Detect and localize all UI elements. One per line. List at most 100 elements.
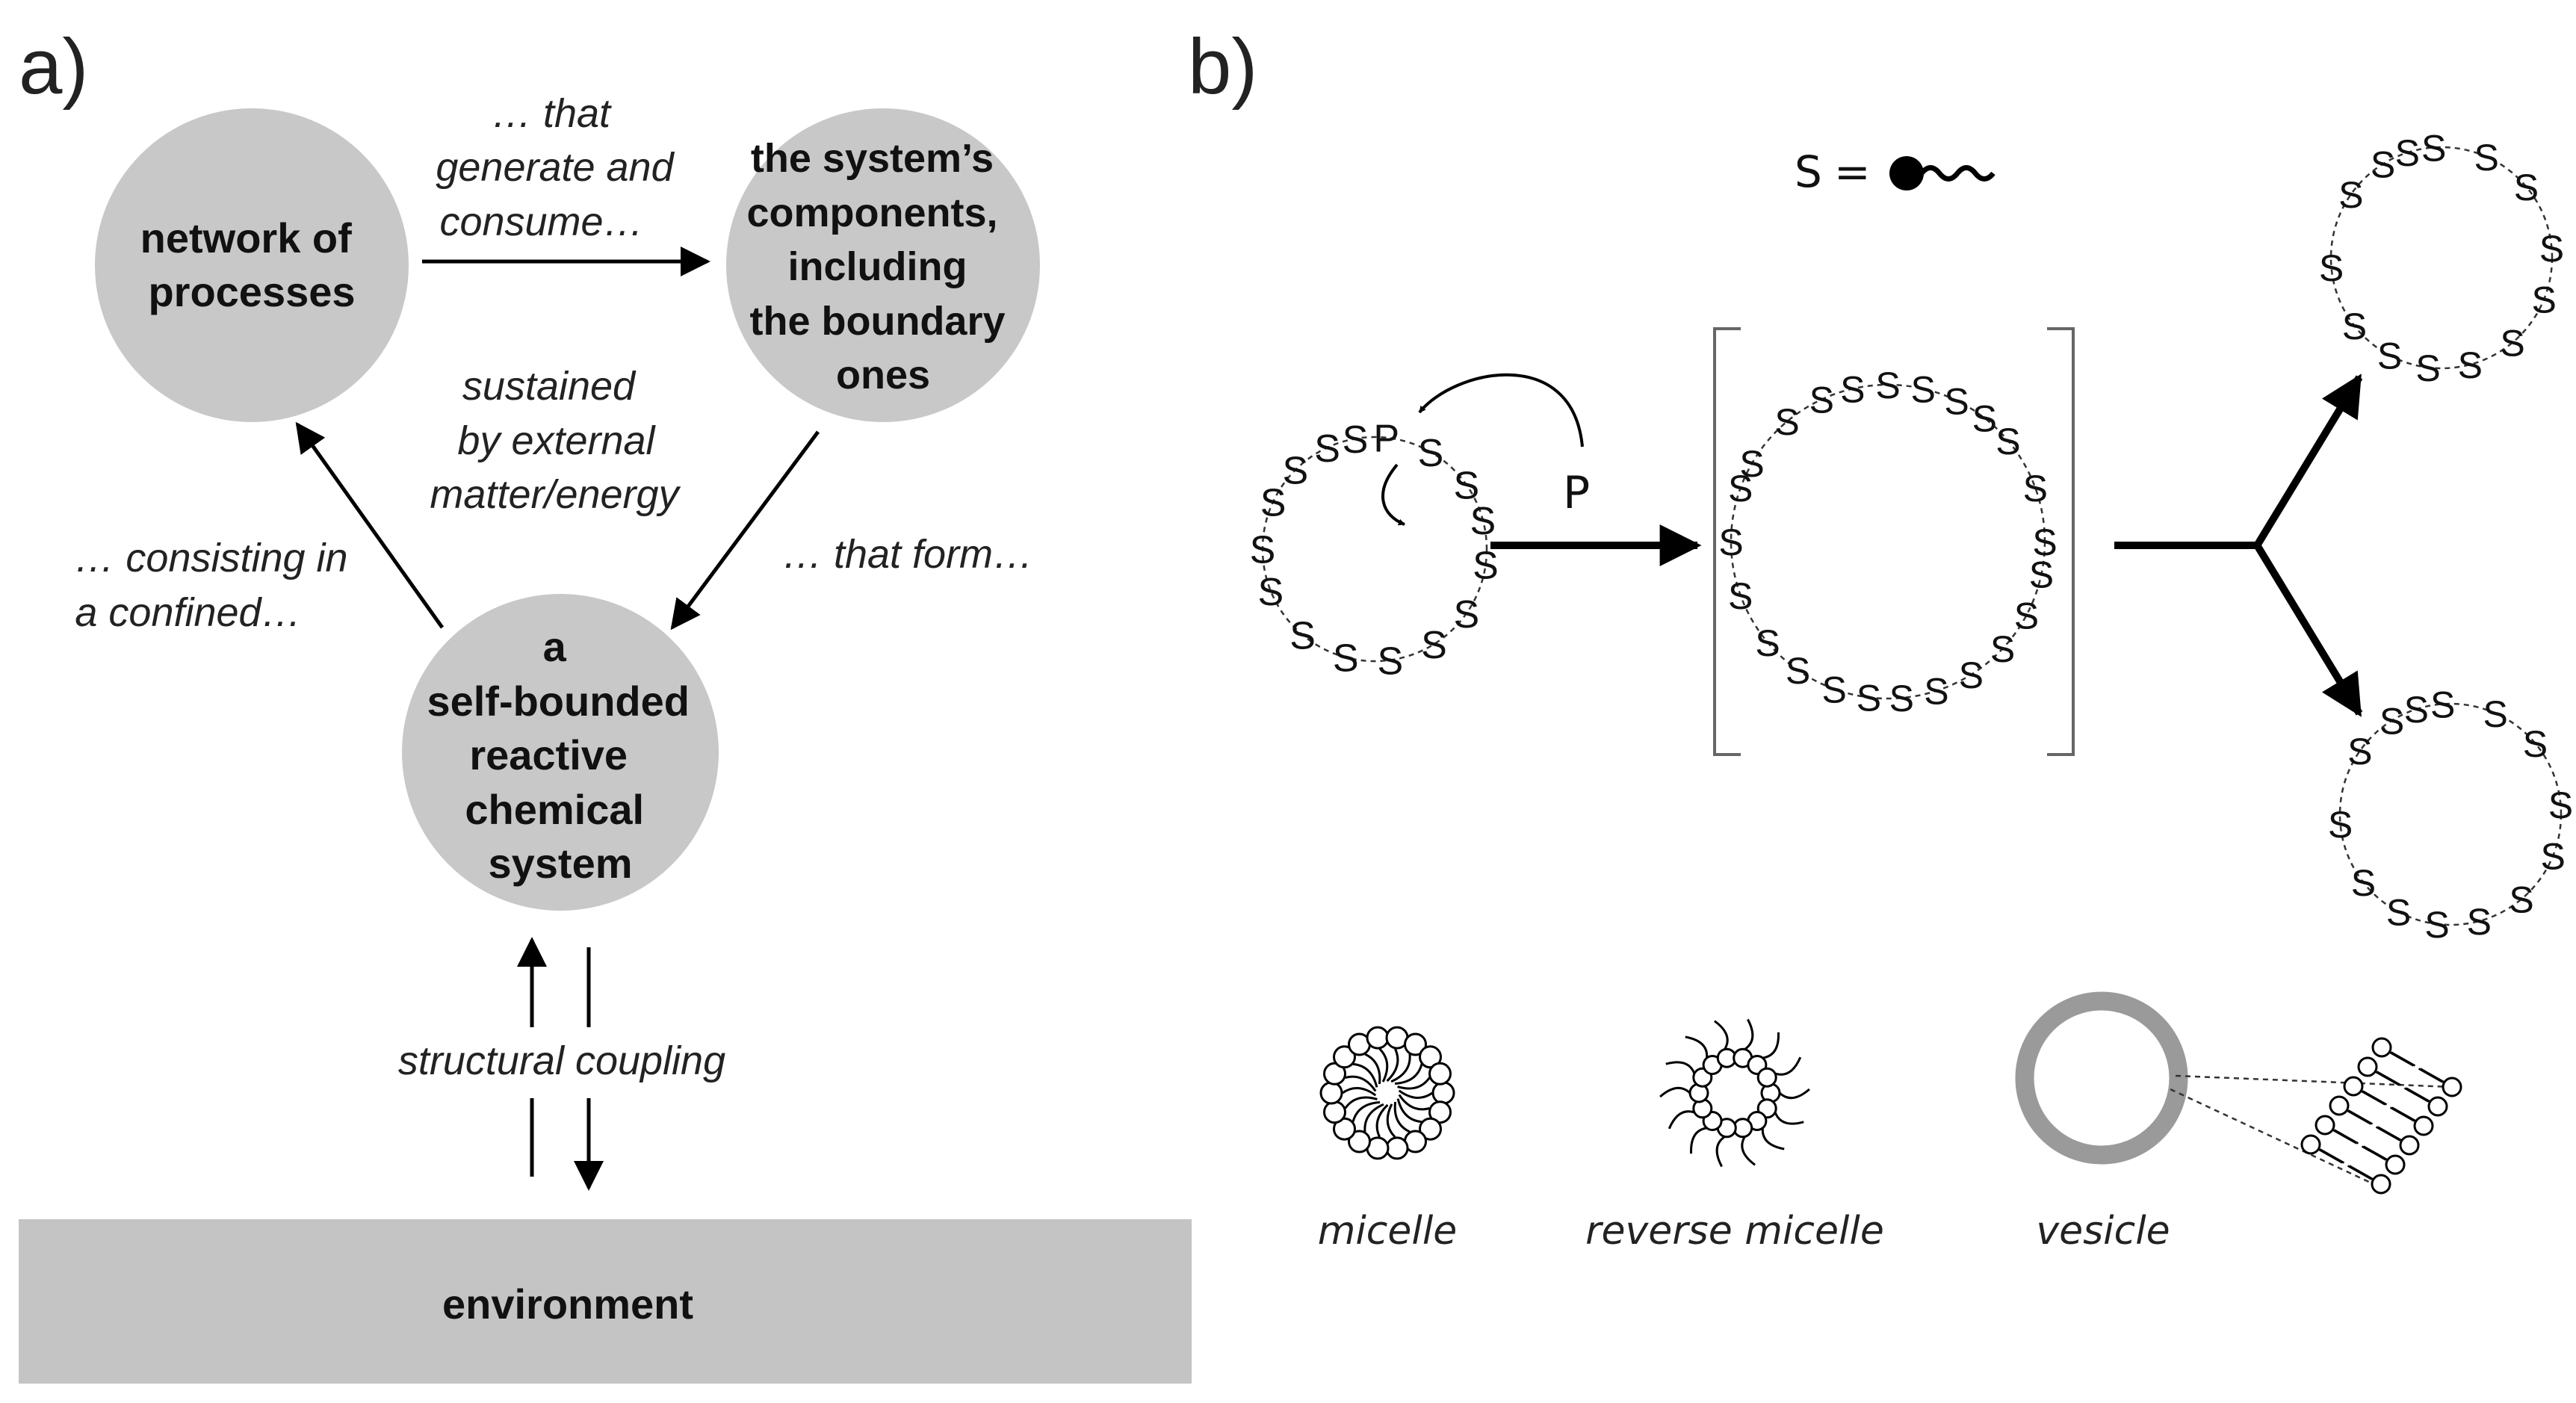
micelle-head xyxy=(1319,1081,1343,1105)
surfactant-molecule: S xyxy=(2347,731,2372,772)
surfactant-molecule: S xyxy=(1728,575,1753,617)
surfactant-molecule: S xyxy=(2386,892,2411,934)
bilayer-head-inner xyxy=(2343,1076,2364,1097)
surfactant-molecule: S xyxy=(2342,306,2367,347)
node-system-line-3: reactive xyxy=(469,731,628,778)
surfactant-molecule: S xyxy=(2395,132,2420,174)
bilayer-head-inner xyxy=(2300,1134,2321,1155)
surfactant-molecule: S xyxy=(2415,347,2440,389)
reverse-micelle-structure: reverse micelle xyxy=(1585,1018,1884,1254)
surfactant-molecule: S xyxy=(1822,669,1847,710)
catalyst-label: P xyxy=(1563,467,1590,519)
surfactant-molecule: S xyxy=(1972,398,1997,440)
product-molecule: P xyxy=(1373,418,1399,461)
micelle-tail xyxy=(1363,1103,1384,1133)
micelle-head xyxy=(1419,1117,1442,1141)
arrow-components-to-system xyxy=(670,430,820,631)
edge-form-label: … that form… xyxy=(782,532,1033,577)
bilayer-tail xyxy=(2377,1126,2403,1142)
bilayer-head-outer xyxy=(2427,1096,2448,1117)
surfactant-molecule: S xyxy=(2032,521,2057,563)
node-components-line-2: components, xyxy=(746,191,997,235)
surfactant-molecule: S xyxy=(2380,701,2404,743)
node-components-circle xyxy=(726,108,1040,422)
micelle-tail xyxy=(1375,1103,1389,1138)
reverse-micelle-tail xyxy=(1741,1136,1756,1166)
bilayer-tail xyxy=(2347,1109,2374,1125)
division-arrow-up xyxy=(2253,374,2363,549)
surfactant-molecule: S xyxy=(1454,593,1480,637)
bilayer-head-outer xyxy=(2385,1154,2406,1175)
vesicle-ring-icon xyxy=(2015,991,2188,1165)
surfactant-molecule: S xyxy=(1283,450,1309,493)
surfactant-head-icon xyxy=(1889,156,1924,191)
surfactant-molecule: S xyxy=(2014,595,2039,637)
surfactant-molecule: S xyxy=(2421,127,2446,169)
bilayer-head-outer xyxy=(2413,1115,2434,1136)
edge-sustained-label: sustained by external matter/energy xyxy=(430,364,681,517)
surfactant-molecule: S xyxy=(1889,678,1914,719)
micelle-head xyxy=(1419,1045,1442,1069)
surfactant-molecule: S xyxy=(1258,571,1284,614)
bilayer-tail xyxy=(2391,1106,2417,1122)
surfactant-molecule: S xyxy=(1924,671,1948,713)
edge-generate-line-2: generate and xyxy=(436,145,675,190)
surfactant-molecule: S xyxy=(1333,637,1359,681)
reverse-micelle-tail xyxy=(1685,1035,1709,1059)
micelle-tail xyxy=(1345,1075,1377,1092)
surfactant-molecule: S xyxy=(2467,901,2492,943)
bracket-left xyxy=(1713,327,1741,756)
reverse-micelle-icon xyxy=(1659,1018,1810,1168)
node-system-text: a self-bounded reactive chemical system xyxy=(427,623,701,887)
surfactant-molecule: S xyxy=(1959,654,1984,696)
reverse-micelle-tail xyxy=(1761,1127,1785,1150)
daughter-top-membrane xyxy=(2329,146,2554,370)
surfactant-molecule: S xyxy=(2424,904,2449,946)
node-network-line-1: network of xyxy=(140,214,352,261)
surfactant-molecule: S xyxy=(2509,879,2533,920)
node-components-line-4: the boundary xyxy=(749,299,1005,344)
edge-consisting-line-1: … consisting in xyxy=(74,536,347,580)
micelle-tail xyxy=(1390,1053,1411,1083)
bilayer-tail xyxy=(2319,1148,2345,1164)
surfactant-molecule: S xyxy=(1421,624,1447,667)
edge-generate-line-3: consume… xyxy=(439,199,643,244)
micelle-tail xyxy=(1398,1089,1433,1099)
surfactant-molecule: S xyxy=(2023,468,2048,510)
bilayer-head-inner xyxy=(2329,1095,2350,1116)
coupling-label-backdrop xyxy=(374,1027,751,1098)
surfactant-molecule: S xyxy=(1857,677,1881,719)
surfactant-molecule: S xyxy=(1840,368,1865,410)
environment-box xyxy=(19,1219,1192,1384)
micelle-head xyxy=(1385,1136,1409,1160)
surfactant-molecule: S xyxy=(2458,344,2483,386)
node-components-text: the system’s components, including the b… xyxy=(746,136,1016,397)
micelle-head xyxy=(1323,1100,1346,1124)
panel-b-label: b) xyxy=(1188,23,1257,111)
bilayer-head-inner xyxy=(2371,1037,2392,1058)
surfactant-molecule: S xyxy=(2404,689,2429,731)
bilayer-head-outer xyxy=(2442,1077,2462,1097)
reverse-micelle-label: reverse micelle xyxy=(1585,1209,1884,1254)
node-components-line-5: ones xyxy=(836,353,930,397)
surfactant-molecule: S xyxy=(2523,723,2548,765)
micelle-head xyxy=(1431,1081,1455,1105)
surfactant-molecule: S xyxy=(1809,380,1834,421)
surfactant-molecule: S xyxy=(1944,380,1969,422)
panel-a: a) network of processes the system’s com… xyxy=(19,23,1192,1384)
surfactant-molecule: S xyxy=(1250,529,1276,572)
surfactant-molecule: S xyxy=(1343,418,1369,462)
node-system-line-4: chemical xyxy=(465,786,644,833)
micelle-tail xyxy=(1396,1098,1422,1124)
surfactant-molecule: S xyxy=(2500,322,2524,364)
node-network-line-2: processes xyxy=(148,268,355,315)
node-network-circle xyxy=(95,108,409,422)
edge-sustained-line-2: by external xyxy=(457,418,656,463)
vesicle-zoom-line-upper xyxy=(2175,1074,2453,1088)
reverse-micelle-tail xyxy=(1659,1086,1691,1098)
surfactant-molecule: S xyxy=(1289,615,1316,658)
bilayer-tail xyxy=(2376,1071,2402,1086)
